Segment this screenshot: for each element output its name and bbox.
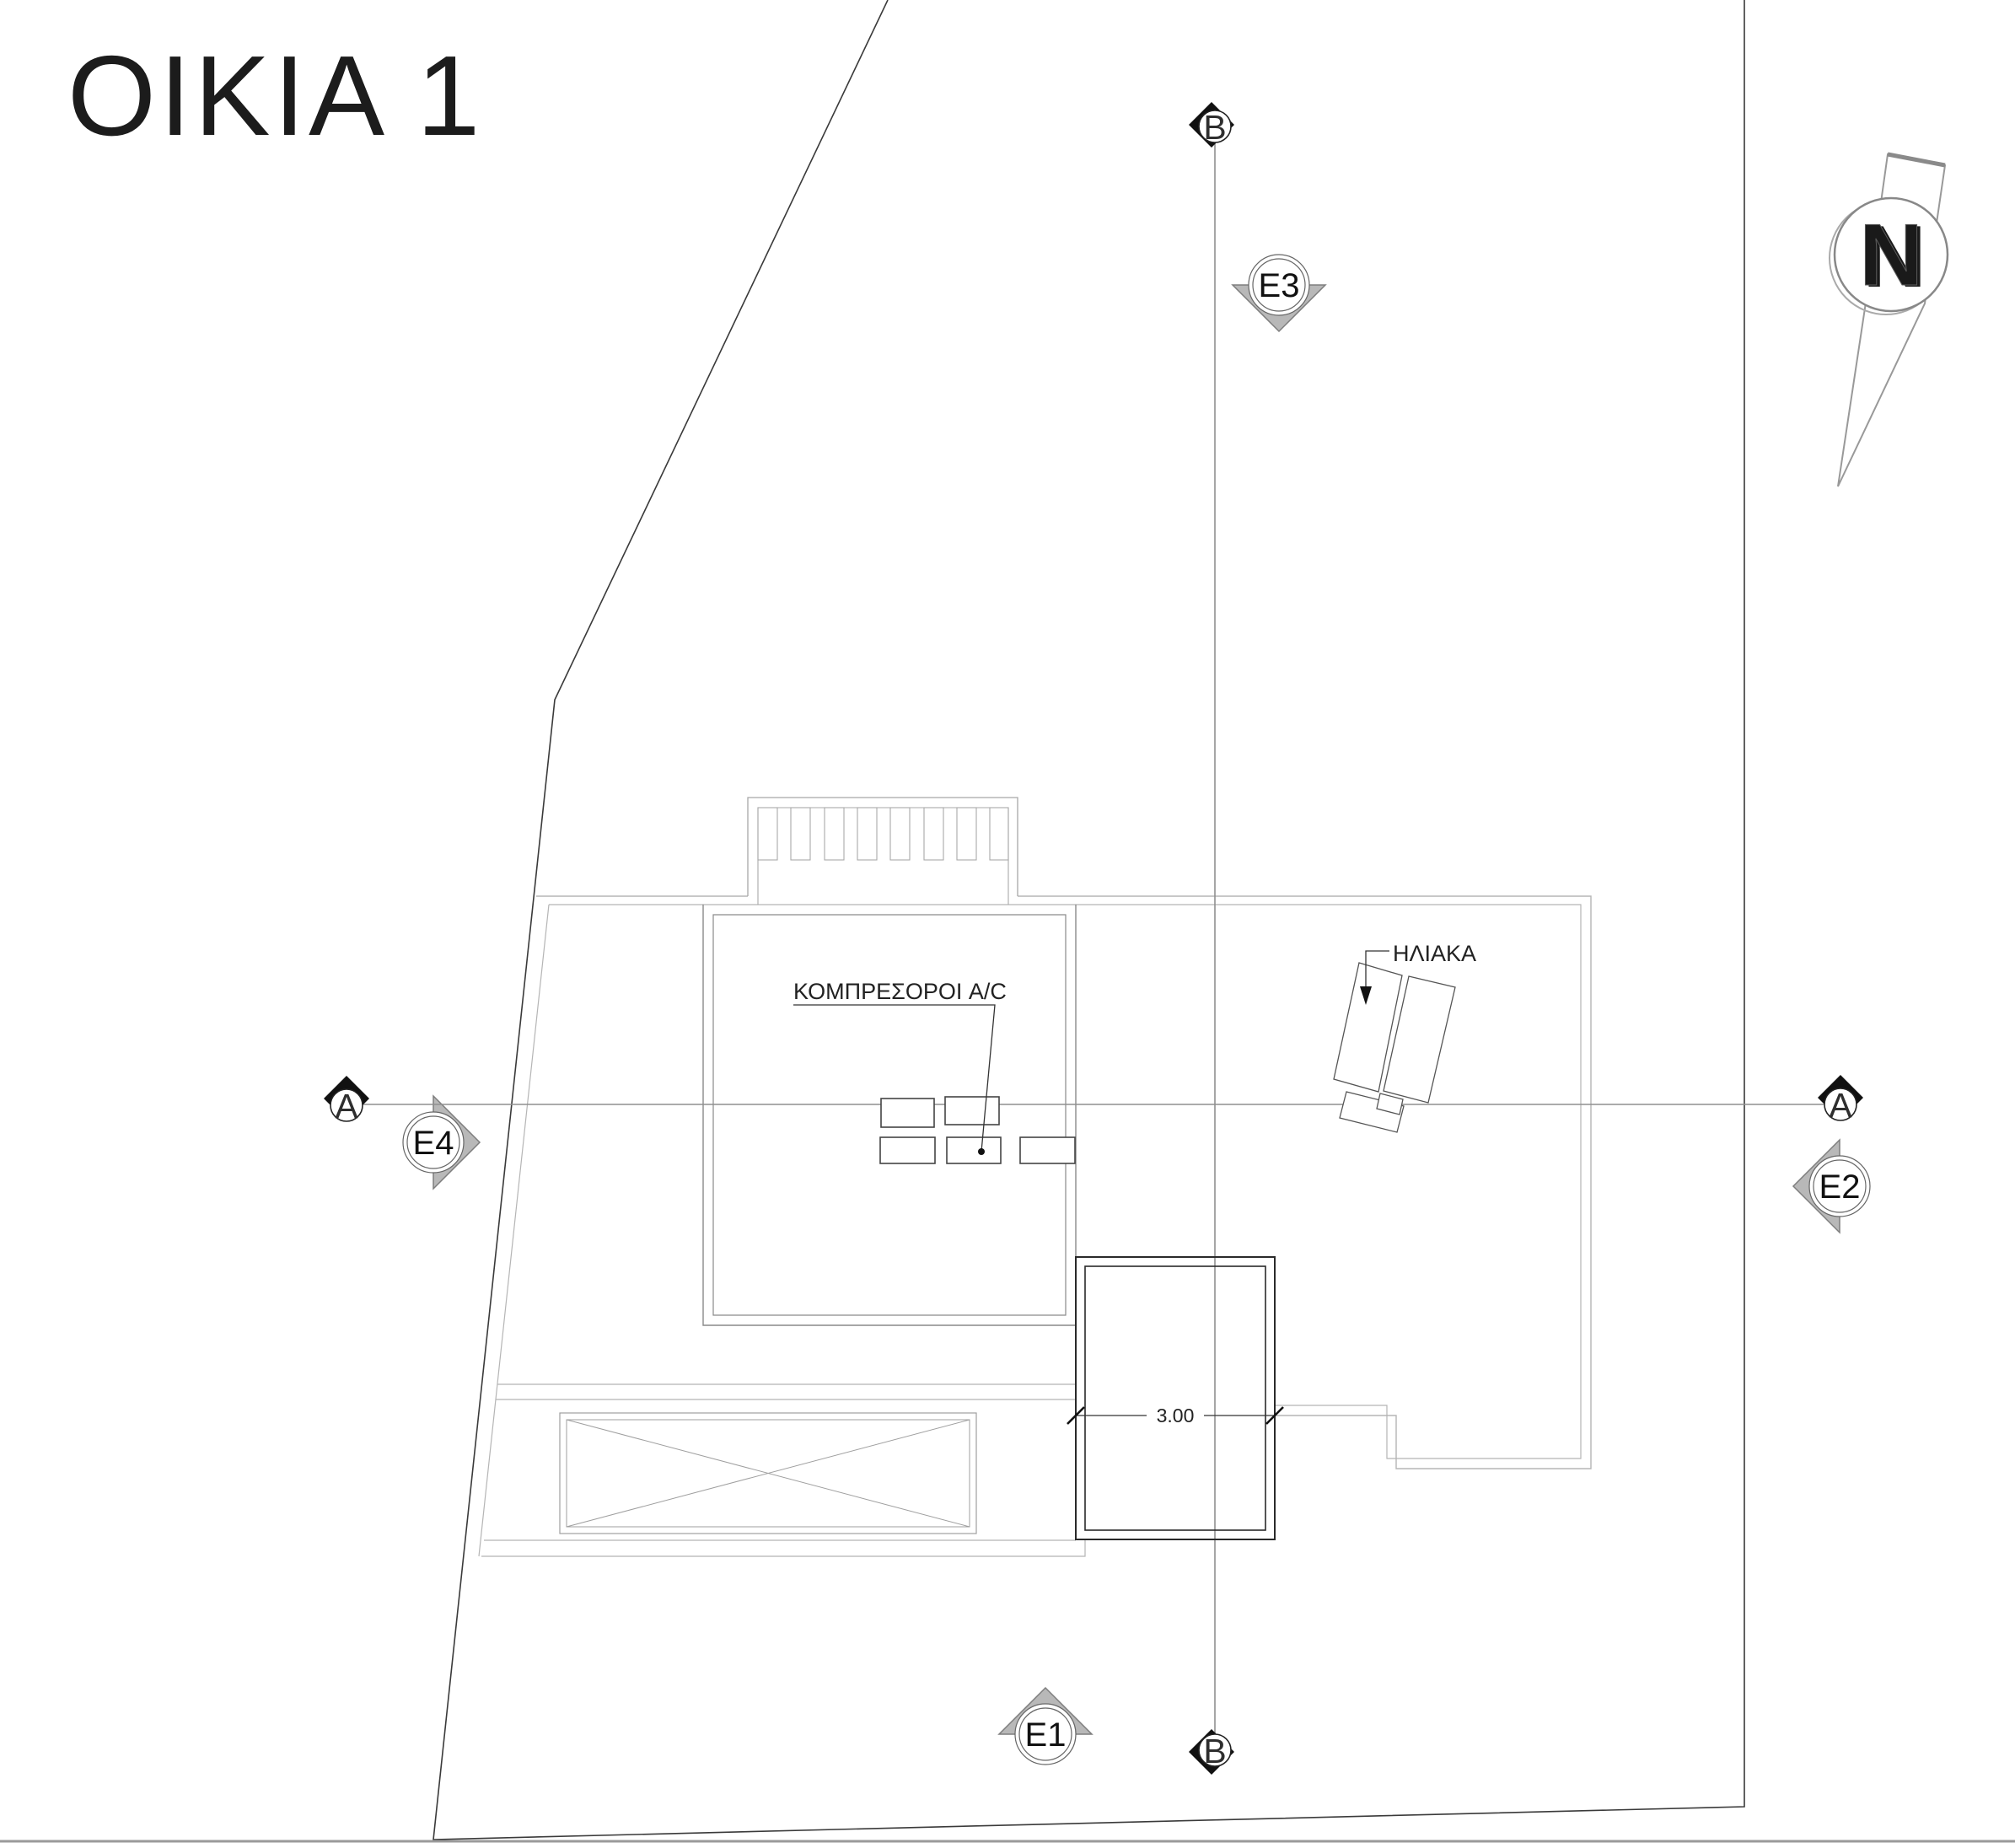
grid-label-a-left: A (335, 1087, 358, 1125)
skylight-inner (566, 1419, 970, 1528)
pergola-outer (747, 797, 1018, 896)
compressor-unit (944, 1096, 1000, 1125)
pool-inner (1084, 1265, 1266, 1531)
elevation-circle-inner (1018, 1707, 1072, 1761)
label-ac-compressors: ΚΟΜΠΡΕΣΟΡΟΙ A/C (793, 979, 1007, 1004)
grid-circle (1198, 1733, 1232, 1767)
dimension-label-pool-width: 3.00 (1157, 1405, 1195, 1426)
compressor-unit (880, 1098, 935, 1128)
elevation-circle-inner (406, 1115, 460, 1169)
elevation-label-e4: E4 (413, 1125, 454, 1162)
dimension-text-mask (1147, 1402, 1204, 1427)
elevation-circle-inner (1813, 1159, 1867, 1213)
grid-bubble-b-top: B (1189, 102, 1234, 148)
grid-label-b-top: B (1203, 108, 1226, 147)
grid-bubble-a-right: A (1818, 1075, 1863, 1125)
north-needle-top-edge (1887, 152, 1946, 168)
pergola-slat (989, 807, 1009, 861)
pergola-slat (923, 807, 944, 861)
solar-leader-arrowhead (1360, 986, 1372, 1005)
elevation-marker-e2: E2 (1808, 1155, 1871, 1217)
dimension-tick-left (1067, 1406, 1085, 1425)
compressor-unit (946, 1136, 1002, 1164)
pergola-slat (824, 807, 845, 861)
north-circle (1833, 196, 1949, 313)
main-roof-outer (702, 905, 1077, 1326)
pool-outer (1075, 1256, 1276, 1540)
grid-bubble-a-left: A (324, 1076, 369, 1125)
elevation-circle-outer (1248, 254, 1310, 316)
solar-leader-line (1365, 950, 1389, 991)
lower-terrace-lines (481, 1383, 1086, 1557)
north-letter: N (1859, 207, 1922, 304)
pergola-slat (889, 807, 911, 861)
grid-circle (1824, 1088, 1857, 1121)
compressor-unit (879, 1136, 936, 1164)
elevation-circle-outer (1808, 1155, 1871, 1217)
ac-compressor-units (879, 1096, 1076, 1164)
compressor-leader-line (793, 1004, 996, 1152)
terrace-left-edge (478, 904, 550, 1557)
page-title: ΟΙΚΙΑ 1 (67, 32, 483, 159)
grid-label-b-bottom: B (1203, 1732, 1226, 1770)
solar-panel (1333, 962, 1403, 1093)
elevation-marker-e1: E1 (1014, 1703, 1077, 1765)
elevation-label-e1: E1 (1025, 1716, 1067, 1754)
elevation-marker-e3: E3 (1248, 254, 1310, 316)
grid-circle (1198, 110, 1232, 143)
pergola-slat (857, 807, 878, 861)
skylight-diagonal-2 (566, 1419, 970, 1528)
grid-label-a-right: A (1829, 1086, 1852, 1125)
pergola-inner (757, 807, 1009, 905)
north-arrow: N N (1829, 152, 1949, 487)
elevation-label-e2: E2 (1819, 1168, 1861, 1206)
terrace-outline-inner (549, 904, 1582, 1459)
elevation-circle-outer (402, 1111, 465, 1174)
elevation-marker-e4: E4 (402, 1111, 465, 1174)
solar-assembly (1333, 962, 1456, 1133)
pergola-slats (757, 807, 1009, 861)
elevation-circle-outer (1014, 1703, 1077, 1765)
grid-circle (330, 1088, 363, 1122)
site-boundary (433, 0, 1745, 1840)
compressor-leader-dot (978, 1148, 985, 1155)
terrace-outline-outer (536, 895, 1592, 1469)
pergola-slat (790, 807, 811, 861)
solar-manifold (1376, 1093, 1404, 1115)
pergola-slat (956, 807, 977, 861)
solar-panel (1383, 975, 1456, 1104)
dimension-tick-right (1265, 1406, 1284, 1425)
skylight-outer (559, 1412, 977, 1534)
elevation-label-e3: E3 (1259, 267, 1300, 304)
north-letter-accent: N (1862, 208, 1926, 306)
main-roof-inner (712, 914, 1067, 1316)
elevation-circle-inner (1252, 258, 1306, 312)
grid-bubble-b-bottom: B (1189, 1729, 1234, 1775)
label-solar-panels: ΗΛΙΑΚΑ (1393, 941, 1476, 966)
pergola-slat (757, 807, 778, 861)
compressor-unit (1019, 1136, 1076, 1164)
